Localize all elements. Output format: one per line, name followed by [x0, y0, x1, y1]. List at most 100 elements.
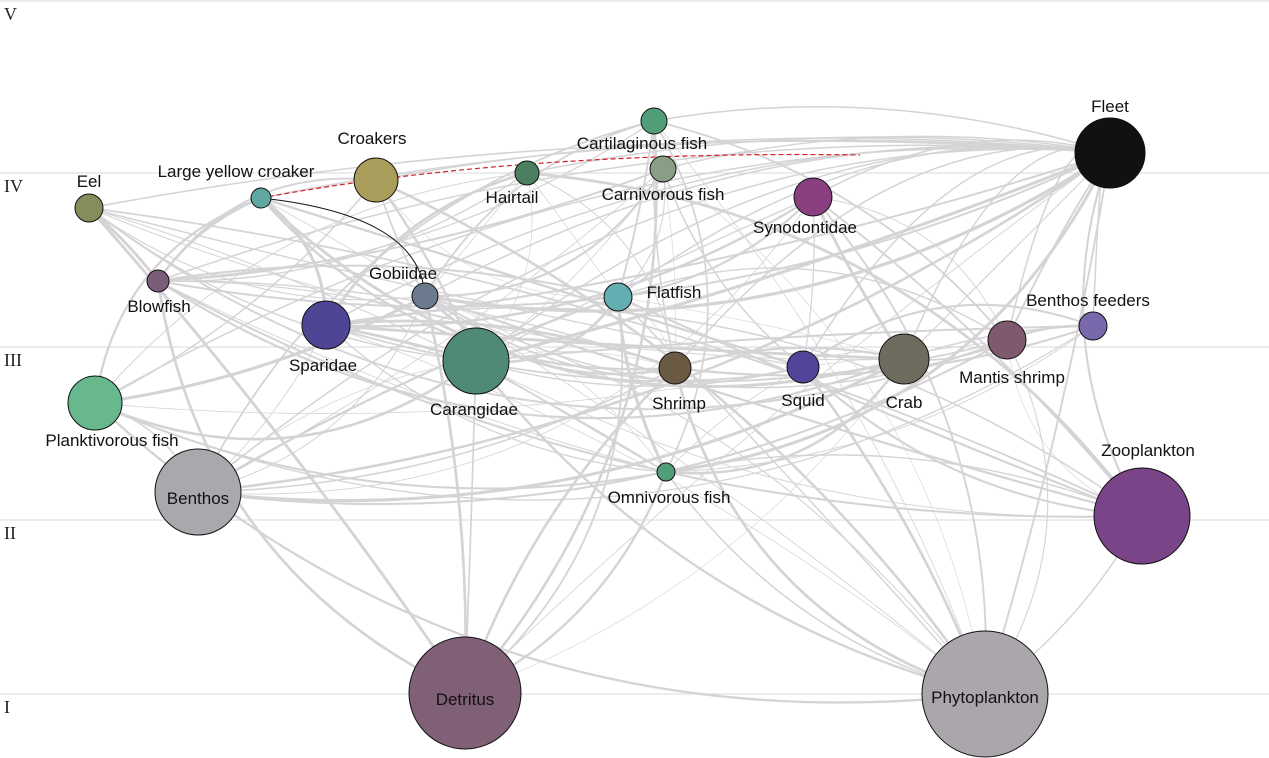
node-label-flatfish: Flatfish — [647, 283, 702, 302]
trophic-link — [325, 324, 986, 695]
node-label-carangidae: Carangidae — [430, 400, 518, 419]
node-planktivorous[interactable] — [67, 375, 123, 431]
fleet-link — [526, 136, 1111, 174]
trophic-link — [94, 359, 477, 441]
fleet-link — [674, 146, 1111, 369]
trophic-link — [197, 196, 814, 495]
trophic-link — [260, 196, 804, 369]
trophic-link — [94, 172, 528, 404]
node-carnivorous[interactable] — [649, 155, 677, 183]
trophic-link — [617, 296, 905, 360]
node-mantis[interactable] — [987, 320, 1027, 360]
node-blowfish[interactable] — [146, 269, 170, 293]
trophic-link — [94, 179, 377, 404]
trophic-link — [88, 207, 1008, 411]
trophic-level-label: V — [4, 4, 17, 24]
trophic-link — [802, 303, 1094, 368]
trophic-link — [424, 168, 664, 298]
trophic-link — [156, 196, 262, 282]
node-label-crab: Crab — [886, 393, 923, 412]
trophic-link — [653, 120, 1008, 341]
node-label-shrimp: Shrimp — [652, 394, 706, 413]
node-hairtail[interactable] — [514, 160, 540, 186]
trophic-link — [157, 280, 667, 473]
node-benthos_feeders[interactable] — [1078, 311, 1108, 341]
trophic-link — [157, 168, 664, 282]
trophic-link — [325, 319, 676, 370]
node-label-cartilaginous: Cartilaginous fish — [577, 134, 707, 153]
trophic-link — [88, 207, 1143, 517]
node-shrimp[interactable] — [658, 351, 692, 385]
trophic-link — [526, 172, 676, 369]
node-label-omnivorous: Omnivorous fish — [608, 488, 731, 507]
node-gobiidae[interactable] — [411, 282, 439, 310]
node-benthos[interactable] — [154, 448, 242, 536]
trophic-link — [653, 120, 709, 473]
trophic-link — [156, 280, 466, 695]
trophic-link — [325, 323, 905, 361]
node-zooplankton[interactable] — [1093, 467, 1191, 565]
node-fleet[interactable] — [1074, 117, 1146, 189]
node-synodontidae[interactable] — [793, 177, 833, 217]
node-cartilaginous[interactable] — [640, 107, 668, 135]
fleet-link — [802, 146, 1111, 368]
node-label-mantis: Mantis shrimp — [959, 368, 1065, 387]
node-label-synodontidae: Synodontidae — [753, 218, 857, 237]
trophic-link — [674, 346, 905, 370]
trophic-link — [464, 296, 624, 694]
trophic-link — [157, 280, 986, 695]
trophic-link — [665, 152, 1112, 474]
node-croakers[interactable] — [353, 157, 399, 203]
node-label-fleet: Fleet — [1091, 97, 1129, 116]
trophic-link — [94, 402, 667, 490]
trophic-link — [617, 196, 814, 299]
node-label-lyc: Large yellow croaker — [158, 162, 315, 181]
trophic-link — [325, 195, 814, 328]
trophic-level-label: IV — [4, 176, 23, 196]
node-eel[interactable] — [74, 193, 104, 223]
node-carangidae[interactable] — [442, 327, 510, 395]
node-label-carnivorous: Carnivorous fish — [602, 185, 725, 204]
node-detritus[interactable] — [408, 636, 522, 750]
trophic-link — [197, 367, 676, 493]
node-label-planktivorous: Planktivorous fish — [45, 431, 178, 450]
node-label-detritus: Detritus — [436, 690, 495, 709]
node-label-phytoplankton: Phytoplankton — [931, 688, 1039, 707]
trophic-link — [665, 454, 1143, 517]
node-omnivorous[interactable] — [656, 462, 676, 482]
node-lyc[interactable] — [250, 187, 272, 209]
fleet-link — [475, 146, 1111, 362]
fleet-link — [617, 145, 1111, 298]
trophic-link — [88, 207, 804, 368]
trophic-link — [812, 196, 987, 695]
node-phytoplankton[interactable] — [921, 630, 1049, 758]
trophic-link — [617, 296, 1143, 517]
trophic-link — [1082, 152, 1143, 517]
trophic-link — [324, 171, 528, 326]
trophic-link — [802, 366, 1143, 518]
trophic-link — [424, 120, 655, 297]
trophic-link — [616, 296, 668, 473]
trophic-link — [662, 168, 804, 368]
fleet-link — [812, 139, 1111, 198]
trophic-link — [673, 367, 986, 696]
node-crab[interactable] — [878, 333, 930, 385]
fleet-link — [94, 147, 1111, 404]
trophic-link — [475, 196, 814, 362]
node-sparidae[interactable] — [301, 300, 351, 350]
node-squid[interactable] — [786, 350, 820, 384]
node-label-croakers: Croakers — [338, 129, 407, 148]
trophic-link — [197, 339, 1008, 506]
trophic-link — [424, 151, 1111, 313]
trophic-link — [617, 120, 655, 298]
trophic-link — [325, 324, 667, 473]
trophic-link — [665, 325, 1094, 473]
node-flatfish[interactable] — [603, 282, 633, 312]
fleet-link — [653, 105, 1111, 154]
trophic-link — [260, 197, 986, 695]
node-label-squid: Squid — [781, 391, 824, 410]
trophic-link — [665, 358, 906, 475]
trophic-link — [375, 178, 987, 695]
